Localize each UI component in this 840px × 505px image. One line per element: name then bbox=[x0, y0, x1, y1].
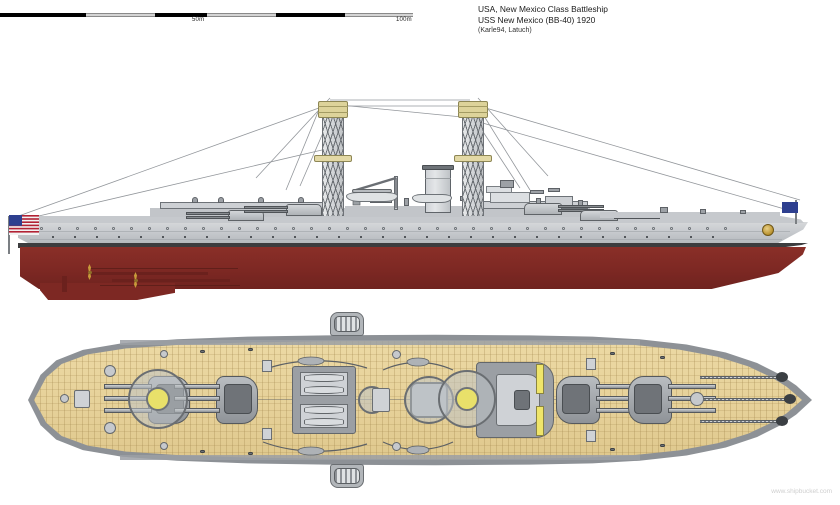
aft-mast-spotting-top bbox=[318, 101, 348, 118]
plan-ships-boat-3 bbox=[304, 406, 344, 414]
union-jack-flag bbox=[782, 202, 798, 213]
turret-4-barrel-b bbox=[186, 216, 230, 219]
hull-boot-stripe bbox=[18, 243, 808, 248]
forecastle-fittings bbox=[600, 212, 780, 218]
main-deck-edge bbox=[22, 216, 804, 223]
watermark: www.shipbucket.com bbox=[771, 488, 832, 495]
plan-ships-boat-2 bbox=[304, 386, 344, 394]
plan-conning-tower bbox=[514, 390, 530, 410]
plan-lower-platform-grating bbox=[334, 468, 360, 484]
ships-boat-aft bbox=[346, 192, 398, 202]
title-block: USA, New Mexico Class Battleship USS New… bbox=[478, 4, 608, 37]
hull-stern-skeg bbox=[40, 283, 175, 300]
ships-boat-fwd bbox=[412, 194, 452, 203]
title-line-artists: (Karle94, Latuch) bbox=[478, 27, 532, 34]
plan-ships-boat-4 bbox=[304, 418, 344, 426]
plan-capstan-aft bbox=[104, 365, 116, 377]
scale-label-50m: 50m bbox=[192, 17, 205, 23]
conning-tower bbox=[500, 180, 514, 188]
turret-3 bbox=[286, 204, 322, 216]
aft-cage-mast bbox=[322, 118, 344, 216]
turret-2 bbox=[524, 203, 562, 215]
hull-freeboard bbox=[18, 222, 808, 244]
porthole-row-upper bbox=[40, 227, 740, 230]
bridge-wing bbox=[486, 186, 512, 193]
plan-turret-1-barrel-a bbox=[668, 384, 716, 389]
plan-aft-cage-mast-base bbox=[146, 387, 170, 411]
side-profile-view bbox=[8, 97, 808, 300]
ships-boat-aft-cover bbox=[352, 189, 392, 193]
funnel-cap bbox=[422, 165, 454, 170]
plan-anchor-center bbox=[784, 394, 796, 404]
turret-4-barrel-a bbox=[186, 212, 230, 215]
plan-top-down-view bbox=[0, 310, 840, 505]
scale-bar bbox=[0, 13, 413, 17]
forward-cage-mast bbox=[462, 118, 484, 216]
forward-mast-spotting-top bbox=[458, 101, 488, 118]
porthole-row-lower bbox=[52, 236, 742, 239]
us-ensign-flag bbox=[9, 215, 39, 235]
turret-3-barrel-b bbox=[244, 210, 288, 213]
plan-aft-bollard-cluster bbox=[60, 394, 69, 403]
plan-anchor-chain-starboard bbox=[700, 420, 778, 423]
funnel bbox=[425, 168, 451, 213]
plan-turret-1-barrel-c bbox=[668, 408, 716, 413]
forward-mast-platform bbox=[454, 155, 492, 162]
plan-deck-edge-port bbox=[120, 340, 640, 345]
ensign-staff bbox=[8, 216, 10, 254]
plan-deck-booms bbox=[262, 356, 454, 456]
propeller-shaft-inner bbox=[112, 279, 230, 282]
turret-3-barrel-a bbox=[244, 206, 288, 209]
plan-searchlight-platform bbox=[372, 388, 390, 412]
bow-crest bbox=[762, 224, 774, 236]
plan-forward-cage-mast-base bbox=[455, 387, 479, 411]
rudder bbox=[62, 276, 67, 292]
scale-label-100m: 100m bbox=[396, 17, 412, 23]
propeller-shaft-outer bbox=[88, 272, 208, 275]
plan-anchor-chain-port bbox=[700, 376, 778, 379]
plan-upper-platform-grating bbox=[334, 316, 360, 332]
plan-capstan-aft-2 bbox=[104, 422, 116, 434]
plan-anchor-starboard bbox=[776, 416, 788, 426]
plan-accent-strip-starboard bbox=[536, 406, 544, 436]
title-line-ship: USS New Mexico (BB-40) 1920 bbox=[478, 14, 596, 25]
secondary-gun-aft bbox=[530, 190, 544, 194]
plan-anchor-chain-center bbox=[700, 398, 786, 401]
plan-capstan-fwd bbox=[690, 392, 704, 406]
plan-anchor-port bbox=[776, 372, 788, 382]
secondary-gun-fwd bbox=[548, 188, 560, 192]
turret-2-barrel-a bbox=[558, 205, 604, 208]
amidships-deckhouse bbox=[345, 206, 473, 217]
plan-ships-boat-1 bbox=[304, 374, 344, 382]
bridge-block bbox=[490, 192, 530, 203]
aft-mast-platform bbox=[314, 155, 352, 162]
plan-accent-strip-port bbox=[536, 364, 544, 394]
plan-aft-hatch bbox=[74, 390, 90, 408]
plan-deck-edge-starboard bbox=[120, 455, 640, 460]
title-line-class: USA, New Mexico Class Battleship bbox=[478, 4, 608, 14]
